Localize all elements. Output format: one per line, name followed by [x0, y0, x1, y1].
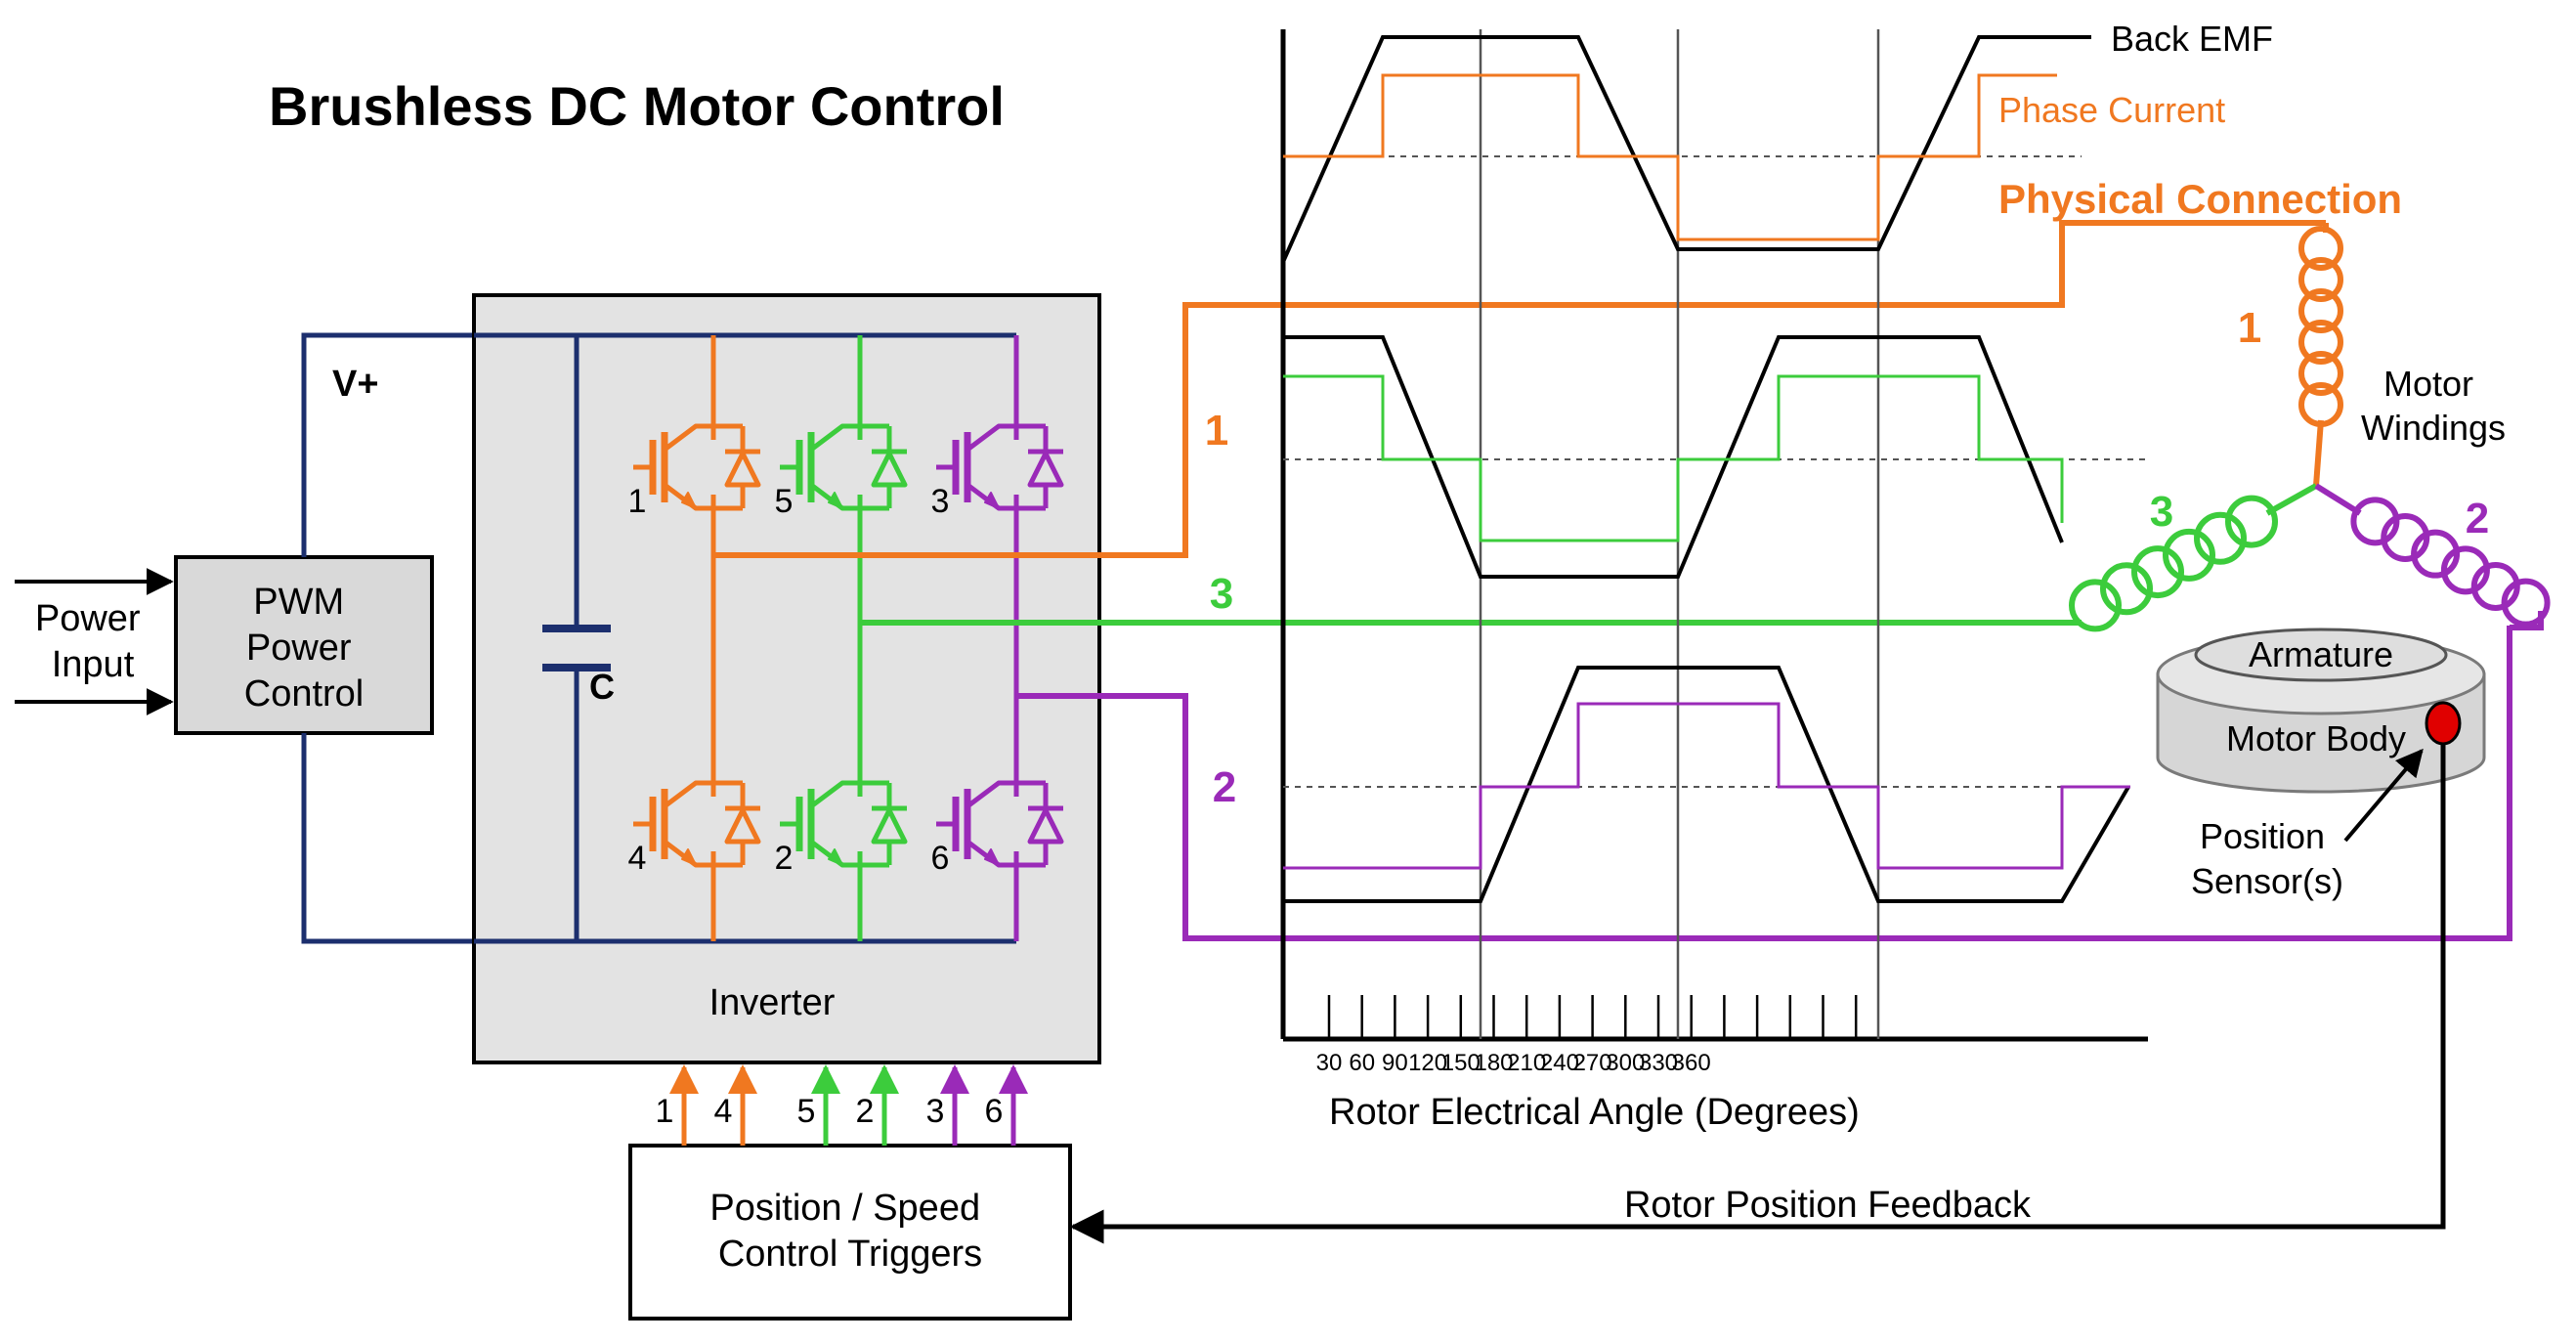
- back-emf-phase1: [1281, 35, 2042, 263]
- back-emf-phase2: [1283, 666, 2130, 903]
- igbt-switch-label: 4: [628, 840, 647, 877]
- rotor-position-feedback-line: [1069, 743, 2446, 1244]
- vplus-label: V+: [332, 364, 379, 405]
- inverter-bus: [474, 332, 1016, 944]
- phase-current-legend-label: Phase Current: [1998, 90, 2225, 130]
- igbt-switch: [633, 780, 761, 868]
- trigger-arrows: 1 4 5 2 3 6: [656, 1064, 1028, 1146]
- igbt-switch-label: 1: [628, 483, 647, 520]
- phase-current-phase1: [1283, 73, 2057, 241]
- coil1-label: 1: [2238, 304, 2261, 352]
- coil3-label: 3: [2150, 488, 2173, 536]
- angle-tick-label: 300: [1606, 1050, 1645, 1076]
- phase-current-phase3: [1283, 374, 2064, 542]
- power-input-label: Power Input: [35, 598, 150, 685]
- sensor-label: Position Sensor(s): [2191, 816, 2343, 901]
- position-sensor-dot: [2425, 701, 2462, 746]
- waveforms: [1281, 35, 2130, 903]
- pwm-label: PWM Power Control: [244, 582, 365, 715]
- igbt-switch: [936, 780, 1064, 868]
- physical-connection-label: Physical Connection: [1998, 176, 2402, 222]
- motor-coils: [2069, 223, 2551, 632]
- trigger-arrow-label: 3: [926, 1093, 945, 1130]
- phase-current-phase2: [1283, 702, 2130, 870]
- control-triggers-label: Position / Speed Control Triggers: [709, 1188, 990, 1275]
- back-emf-legend-label: Back EMF: [2111, 19, 2273, 59]
- igbt-switch: [936, 423, 1064, 511]
- motor-winding-coil: [2069, 495, 2278, 632]
- igbt-switch: [780, 780, 908, 868]
- angle-axis-label: Rotor Electrical Angle (Degrees): [1329, 1092, 1860, 1133]
- windings-label: Motor Windings: [2361, 364, 2506, 448]
- back-emf-phase3: [1283, 335, 2064, 579]
- trigger-arrow-label: 4: [714, 1093, 733, 1130]
- phase2-output-line: [1016, 626, 2512, 941]
- phase2-label: 2: [1213, 763, 1236, 811]
- angle-tick-label: 30: [1316, 1050, 1343, 1076]
- coil2-label: 2: [2466, 495, 2489, 542]
- angle-tick-label: 210: [1507, 1050, 1546, 1076]
- angle-tick-label: 150: [1441, 1050, 1481, 1076]
- igbt-switch: [780, 423, 908, 511]
- angle-tick-label: 270: [1573, 1050, 1612, 1076]
- angle-tick-label: 120: [1408, 1050, 1447, 1076]
- angle-tick-label: 360: [1672, 1050, 1711, 1076]
- trigger-arrow-label: 2: [856, 1093, 875, 1130]
- motor-winding-coil: [2350, 497, 2551, 628]
- trigger-arrow-label: 1: [656, 1093, 674, 1130]
- igbt-switch: [633, 423, 761, 511]
- angle-tick-label: 60: [1349, 1050, 1375, 1076]
- inverter-panel: [472, 293, 1101, 1064]
- motor-winding-coil: [2298, 226, 2343, 427]
- trigger-arrow-label: 5: [797, 1093, 816, 1130]
- armature-label: Armature: [2249, 634, 2393, 674]
- motor-body-label: Motor Body: [2226, 718, 2406, 758]
- feedback-label: Rotor Position Feedback: [1624, 1185, 2032, 1226]
- igbt-switches: 1 4 5 2 3 6: [628, 423, 1064, 877]
- igbt-switch-label: 5: [775, 483, 794, 520]
- pwm-power-control-block: [174, 555, 434, 735]
- capacitor-label: C: [589, 667, 615, 707]
- angle-tick-label: 240: [1540, 1050, 1579, 1076]
- capacitor-symbol: [542, 625, 611, 672]
- angle-tick-label: 180: [1474, 1050, 1513, 1076]
- control-triggers-block: [628, 1144, 1072, 1321]
- igbt-switch-label: 3: [931, 483, 950, 520]
- sensor-pointer-arrow: [2343, 748, 2424, 843]
- phase1-label: 1: [1205, 407, 1228, 455]
- phase3-label: 3: [1210, 570, 1233, 618]
- angle-tick-label: 90: [1382, 1050, 1408, 1076]
- igbt-switch-label: 6: [931, 840, 950, 877]
- motor-body: [2156, 628, 2486, 794]
- diagram-title: Brushless DC Motor Control: [269, 75, 1005, 137]
- inverter-label: Inverter: [709, 982, 836, 1023]
- igbt-switch-label: 2: [775, 840, 794, 877]
- trigger-arrow-label: 6: [985, 1093, 1004, 1130]
- phase1-output-line: [713, 220, 2326, 558]
- angle-tick-label: 330: [1639, 1050, 1678, 1076]
